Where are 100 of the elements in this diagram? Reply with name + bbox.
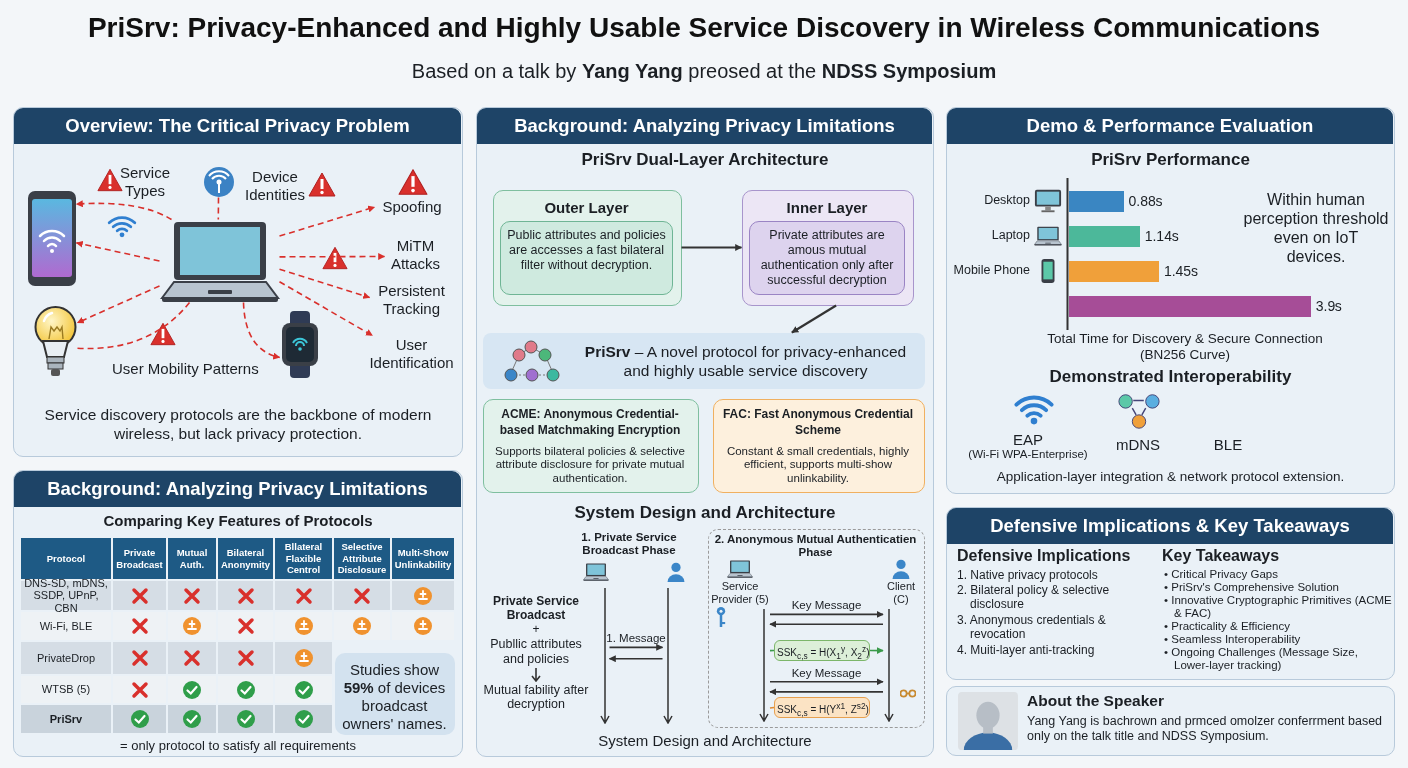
row-header-cell: PriSrv [21,705,111,733]
data-label: 1.45 [1162,262,1192,281]
card-title: FAC: Fast Anonymous Credential Scheme [721,405,915,439]
dashed-line [217,196,220,221]
row-header-cell: PrivateDrop [21,642,111,674]
dashed-arrow [75,200,173,221]
plus-sign: + [531,623,541,636]
row-header-cell: DNS-SD, mDNS, SSDP, UPnP, CBN [21,581,111,610]
arrow [769,678,884,686]
icon-caption: (Wi-Fi WPA-Enterprise) [967,448,1089,462]
lightbulb-drawing [32,304,78,378]
threat-label: User Mobility Patterns [112,360,260,378]
section-heading: PriSrv Dual-Layer Architecture [580,150,830,171]
data-label: 1.14 [1143,227,1172,246]
unit-label: s [1155,192,1163,211]
panel [946,107,1395,494]
dashed-arrow [278,268,371,299]
threat-label: User Identification [362,335,461,376]
threat-label: Persistent Tracking [369,281,454,322]
arrow [769,688,884,696]
phone-drawing [26,189,77,287]
list-item: 1. Native privacy protocols [957,568,1099,582]
phase-heading: 1. Private Service Broadcast Phase [580,531,678,558]
header-cell: Multi-Show Unlinkability [392,538,454,579]
list-item: 2. Bilateral policy & selective disclosure [957,583,1111,611]
speaker-card [946,686,1395,756]
layer-box [492,189,682,306]
section-heading: Demonstrated Interoperability [1048,367,1293,388]
layer-box [741,189,914,306]
list-item: • Seamless Interoperability [1164,633,1302,646]
section-heading: System Design and Architecture [573,503,837,524]
dashed-arrow [278,205,376,237]
threat-label: Spoofing [374,197,450,222]
panel-header: Overview: The Critical Privacy Problem [14,108,461,144]
list-item: • Critical Privacy Gaps [1164,568,1279,581]
panel [13,107,463,457]
card-title: ACME: Anonymous Credential-based Matchmaking Encryption [498,405,682,439]
chart-title: PriSrv Performance [1090,150,1251,171]
connector-line [769,649,775,652]
callout-box: Studies show 59% of devices broadcast owners' names. [334,652,455,735]
dashed-line [76,301,191,350]
card-text: Constant & small credentials, highly efficient, supports multi-show unlinkability. [725,444,911,486]
column-heading: Defensive Implications [957,547,1132,566]
banner-text: PriSrv – A novel protocol for privacy-enhanced and highly usable service discovery [583,341,908,381]
arrow [681,244,743,251]
title: PriSrv: Privacy-Enhanced and Highly Usable Service Discovery in Wireless Communications [86,12,1322,45]
panel [476,107,934,757]
laptop-drawing [159,219,280,303]
table-title: Comparing Key Features of Protocols [102,512,374,531]
header-cell: Protocol [21,538,111,579]
step-text: Publlic attributes and policies [489,637,583,667]
dashed-arrow [242,301,281,360]
description-box: Public attributes and policies are accesses a fast bilateral filter without decryption. [500,221,673,295]
card-text: Supports bilateral policies & selective attribute disclosure for private mutual authentication. [494,444,686,486]
edge-label: Key Message [790,599,863,613]
list-item: • Practicality & Efficiency [1164,620,1291,633]
component-card [712,398,925,493]
formula-box: SSK$_{c,s}$ = H(X$_{1}$$^{y}$, X$_{2}$$^{z}$) [774,640,870,661]
row-header-cell: WTSB (5) [21,676,111,703]
speaker-bio: Yang Yang is bachrown and prmced omolzer conferrment based only on the talk title and NDSS Symposium. [1027,714,1384,745]
list-item: 3. Anonymous credentials & revocation [957,613,1107,641]
unit-label: s [1171,227,1179,246]
dashed-arrow [278,253,386,260]
subtitle: Based on a talk by Yang Yang preosed at the NDSS Symposium [410,60,998,84]
icon-caption: BLE [1212,436,1244,454]
layer-title: Inner Layer [785,198,869,218]
connector-line [769,706,775,709]
participant-name: Client (C) [885,580,917,607]
header-cell: Bilateral Anonymity [218,538,273,579]
arrow [769,620,884,628]
panel [946,507,1395,680]
participant-lifeline [710,559,770,722]
dashed-arrow [75,240,161,262]
dashed-arrow [76,285,161,324]
list-item: • Ongoing Challenges (Message Size, Lower-layer tracking) [1164,646,1359,672]
header-cell: Bllateral Flaxible Centrol [275,538,332,579]
header-cell: Mutual Auth. [168,538,216,579]
layer-title: Outer Layer [543,198,630,218]
component-card [482,398,699,493]
row-header-cell: Wi-Fi, BLE [21,612,111,640]
panel-header: Background: Analyzing Privacy Limitations [477,108,932,144]
data-label: 3.9 [1314,297,1336,316]
unit-label: s [1190,262,1198,281]
arrow [608,643,664,651]
header-cell: Private Broadcast [113,538,166,579]
arrow [869,647,884,655]
protocol-banner [482,332,925,389]
axis-title: Total Time for Discovery & Secure Connection (BN256 Curve) [1046,331,1324,364]
arrow [769,610,884,618]
category-label: Mobile Phone [952,263,1030,279]
panel-header: Background: Analyzing Privacy Limitations [14,471,461,507]
threat-label: Device Identities [243,168,306,204]
unit-label: s [1334,297,1342,316]
phase-heading: 2. Anonymous Mutual Authenticatien Phase [713,532,918,560]
panel-text: Service discovery protocols are the backbone of modern wireless, but lack privacy protection. [43,405,433,444]
data-label: 0.88 [1127,192,1156,211]
list-item: • Innovative Cryptographic Primitives (ACME & FAC) [1164,594,1393,620]
formula-box: SSK$_{c,s}$ = H(Y$^{x1}$, Z$^{s2}$) [774,697,870,718]
step-text: Mutual fability after decryption [482,683,590,713]
threat-label: MiTM Attacks [384,236,447,277]
